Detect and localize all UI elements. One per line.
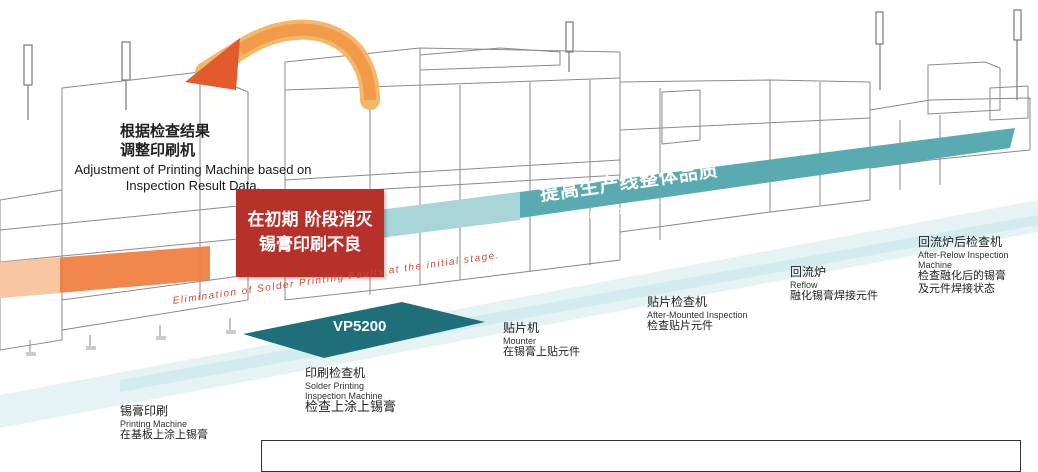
station-aoi-cn: 贴片检查机 [647,295,708,309]
station-post-reflow-desc2: 及元件焊接状态 [918,282,995,296]
adjust-en-line1: Adjustment of Printing Machine based on [74,162,312,177]
station-printing-en: Printing Machine [120,418,188,429]
station-post-reflow: 回流炉后检查机 After-Relow Inspection Machine 检… [918,235,1009,296]
early-stage-line2: 锡膏印刷不良 [259,235,361,255]
station-reflow-en: Reflow [790,279,818,290]
station-spi-en1: Solder Printing [305,380,365,391]
station-post-reflow-en2: Machine [918,260,953,271]
station-printing-desc: 在基板上涂上锡膏 [120,428,208,442]
adjust-cn-line1: 根据检查结果 [120,122,211,140]
station-printing: 锡膏印刷 Printing Machine 在基板上涂上锡膏 [120,404,208,442]
adjust-en-text: Adjustment of Printing Machine based on … [28,162,358,193]
adjust-cn-line2: 调整印刷机 [120,140,196,159]
station-reflow: 回流炉 Reflow 融化锡膏焊接元件 [790,265,878,303]
station-mounter: 贴片机 Mounter 在锡膏上贴元件 [503,321,580,359]
early-stage-badge: 在初期 阶段消灭 锡膏印刷不良 [236,189,384,277]
station-post-reflow-desc1: 检查融化后的锡膏 [918,269,1006,283]
station-printing-cn: 锡膏印刷 [120,404,169,418]
bottom-frame [261,440,1021,472]
station-spi-desc: 检查上涂上锡膏 [305,400,397,416]
station-aoi-desc: 检查贴片元件 [647,319,713,333]
station-reflow-cn: 回流炉 [790,265,827,279]
adjust-en-line2: Inspection Result Data. [125,177,261,193]
station-aoi-en: After-Mounted Inspection [647,309,748,320]
adjust-cn-text: 根据检查结果 调整印刷机 [120,122,210,160]
station-reflow-desc: 融化锡膏焊接元件 [790,289,878,303]
station-aoi: 贴片检查机 After-Mounted Inspection 检查贴片元件 [647,295,748,333]
early-stage-line1: 在初期 阶段消灭 [247,210,373,231]
station-mounter-en: Mounter [503,335,537,346]
station-spi-cn: 印刷检查机 [305,366,366,380]
station-spi: 印刷检查机 Solder Printing Inspection Machine… [305,366,397,416]
station-mounter-cn: 贴片机 [503,321,540,335]
machinery-illustration [0,9,1038,428]
station-spi-en2: Inspection Machine [305,391,383,402]
station-post-reflow-cn: 回流炉后检查机 [918,235,1003,249]
model-label: VP5200 [333,318,387,335]
station-post-reflow-en1: After-Relow Inspection [918,249,1009,260]
station-mounter-desc: 在锡膏上贴元件 [503,345,580,359]
production-line-diagram: 根据检查结果 调整印刷机 Adjustment of Printing Mach… [0,9,1038,472]
